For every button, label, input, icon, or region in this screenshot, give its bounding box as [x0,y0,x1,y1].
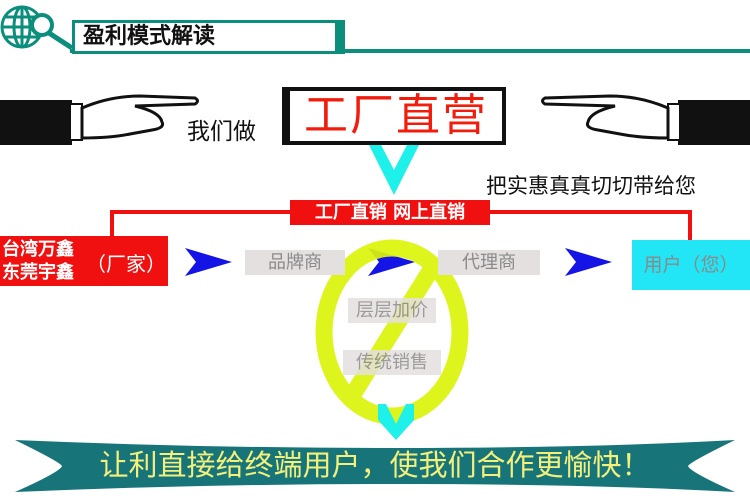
markup-label: 层层加价 [348,298,436,323]
traditional-sales-label: 传统销售 [343,350,441,375]
user-box: 用户（您） [632,240,750,290]
maker-name: 东莞宇鑫 [2,262,74,283]
slogan-text: 把实惠真真切切带给您 [486,174,696,198]
page-title: 盈利模式解读 [72,20,345,54]
maker-name: 台湾万鑫 [2,239,74,260]
chevron-down-icon [368,143,420,195]
we-do-text: 我们做 [187,119,256,145]
right-pointing-hand-icon [541,94,750,145]
agent-box: 代理商 [438,250,540,275]
globe-search-icon [0,5,74,51]
arrow-right-icon [185,248,232,276]
manufacturer-box: 台湾万鑫东莞宇鑫 （厂家） [0,236,168,286]
arrow-right-icon [565,248,612,276]
maker-role: （厂家） [86,252,166,276]
chevron-down-icon [378,404,414,440]
left-pointing-hand-icon [0,94,199,145]
direct-sales-label: 工厂直销 网上直销 [290,200,490,225]
brand-box: 品牌商 [245,250,345,275]
header-rule [70,49,750,53]
banner-text: 让利直接给终端用户，使我们合作更愉快！ [99,448,651,482]
factory-direct-box: 工厂直营 [282,87,506,145]
banner-ribbon [15,440,735,492]
